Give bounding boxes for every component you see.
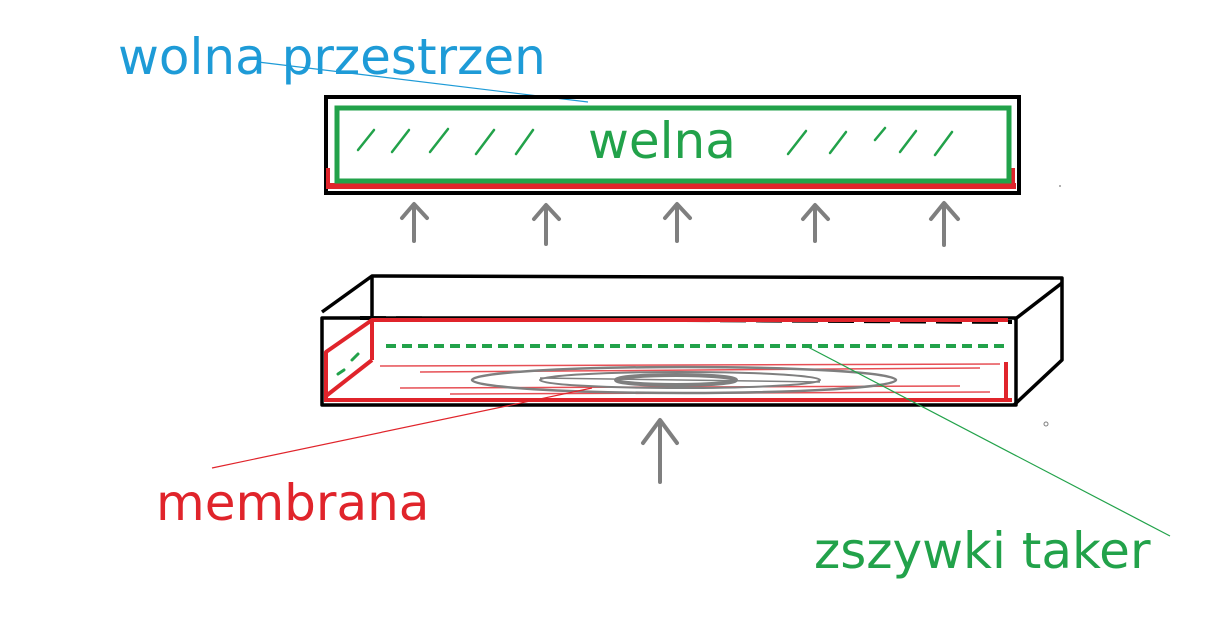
membrane-leader-line	[211, 387, 593, 469]
wool-layer-border	[334, 105, 1012, 184]
arrow-up-icon	[532, 203, 561, 246]
arrow-up-icon	[641, 418, 679, 484]
wool-panel-outline	[324, 95, 1021, 195]
membrane-outline	[324, 318, 1012, 402]
stray-dot	[1043, 421, 1049, 427]
upward-airflow-arrows	[400, 201, 960, 247]
arrow-up-icon	[400, 202, 429, 243]
wool-label: welna	[588, 112, 736, 170]
wool-panel	[324, 95, 1021, 195]
stray-dot	[1059, 185, 1061, 187]
staples-leader-line	[805, 345, 1171, 537]
free-space-label: wolna przestrzen	[118, 28, 546, 86]
air-swirl-scribble	[470, 365, 898, 395]
wool-fibre-hatching	[356, 126, 954, 157]
staple-side-marks	[336, 352, 360, 376]
rafter-bay-box	[320, 274, 1064, 407]
arrow-up-icon	[929, 201, 960, 247]
arrow-up-icon	[801, 203, 830, 243]
staples-label: zszywki taker	[814, 522, 1151, 580]
arrow-up-icon	[663, 202, 692, 243]
membrane-label: membrana	[156, 474, 430, 532]
